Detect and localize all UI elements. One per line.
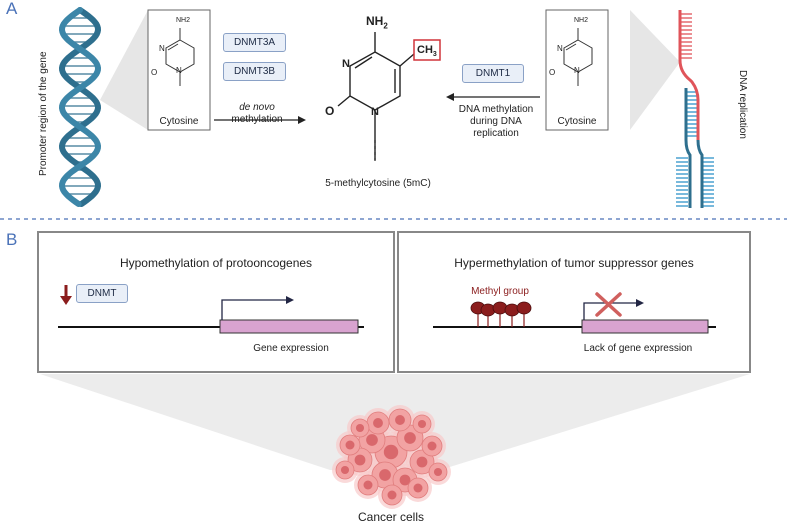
promoter-label: Promoter region of the gene (38, 51, 49, 176)
methyl-groups-icon (470, 301, 532, 327)
cancer-cell-nucleus (417, 419, 427, 429)
cyt-right-o: O (549, 68, 556, 77)
dnmt3b-badge: DNMT3B (223, 62, 286, 81)
cancer-cells-icon (332, 405, 451, 509)
cancer-cell-nucleus (387, 490, 397, 500)
cancer-cell-nucleus (416, 456, 428, 468)
de-novo-text: de novo (239, 102, 275, 113)
maintenance-text-3: replication (473, 128, 519, 139)
cytosine-box-right (545, 9, 609, 131)
cancer-cell-nucleus (413, 483, 423, 493)
cancer-cells-label: Cancer cells (357, 510, 425, 524)
panel-right-title: Hypermethylation of tumor suppressor gen… (454, 256, 694, 270)
gene-box-right (581, 319, 709, 334)
cytosine-right-caption: Cytosine (557, 116, 597, 127)
dnmt1-badge: DNMT1 (462, 64, 524, 83)
lack-expression-label: Lack of gene expression (583, 343, 693, 354)
transcription-arrow-left (221, 299, 288, 320)
cancer-cell-nucleus (427, 441, 437, 451)
left-zoom-fan (100, 10, 148, 130)
cancer-cell-nucleus (383, 444, 399, 460)
daughter-strand-blue-left (684, 88, 692, 208)
methyl-highlight-box (413, 39, 441, 61)
cyt-left-n: N (159, 44, 165, 53)
daughter-strand-blue-right (696, 139, 704, 208)
cancer-cell-nucleus (404, 432, 416, 444)
mc-ch3: CH3 (417, 44, 437, 59)
blocked-x-icon (595, 292, 622, 317)
gene-expression-label: Gene expression (253, 343, 329, 354)
cancer-cell-nucleus (340, 465, 350, 475)
cancer-cell-nucleus (379, 469, 391, 481)
methylcytosine-ring (337, 32, 415, 160)
cancer-cell-nucleus (395, 415, 405, 425)
maintenance-text-1: DNA methylation (458, 104, 534, 115)
methyl-group-label: Methyl group (471, 286, 529, 297)
panel-left-title: Hypomethylation of protooncogenes (119, 256, 313, 270)
cyt-left-n2: N (176, 66, 182, 75)
cytosine-left-caption: Cytosine (159, 116, 199, 127)
gene-box-left (219, 319, 359, 334)
cytosine-box-left (147, 9, 211, 131)
down-arrow-icon (60, 285, 72, 305)
mc-o: O (325, 104, 335, 118)
panel-hypermethylation (397, 231, 751, 373)
cancer-cell-nucleus (373, 418, 383, 428)
cancer-cell-nucleus (345, 440, 355, 450)
cytosine-ring-left (165, 28, 195, 86)
cyt-right-n: N (557, 44, 563, 53)
maintenance-text-2: during DNA (470, 116, 522, 127)
cyt-right-n2: N (574, 66, 580, 75)
section-a-label: A (6, 0, 18, 18)
cancer-cell-nucleus (363, 480, 373, 490)
cyt-left-nh2: NH2 (176, 17, 191, 24)
parental-strand-red (678, 10, 700, 140)
mc-n3: N (342, 58, 350, 70)
mc-nh2: NH2 (366, 14, 388, 31)
cancer-cell-nucleus (399, 474, 411, 486)
cyt-left-o: O (151, 68, 158, 77)
cytosine-ring-right (563, 28, 593, 86)
cancer-cell-nucleus (366, 434, 378, 446)
replication-fork-icon (676, 10, 714, 208)
mc-n1: N (371, 106, 379, 118)
cyt-right-nh2: NH2 (574, 17, 589, 24)
section-b-label: B (6, 230, 18, 249)
transcription-arrow-right (583, 302, 638, 320)
dna-helix-icon (58, 7, 102, 207)
de-novo-text-2: methylation (231, 114, 283, 125)
dnmt3a-badge: DNMT3A (223, 33, 286, 52)
cancer-cell-nucleus (355, 423, 365, 433)
cancer-cell-nucleus (354, 454, 366, 466)
dnmt-badge: DNMT (76, 284, 128, 303)
cancer-cell-nucleus (433, 467, 443, 477)
methylcytosine-caption: 5-methylcytosine (5mC) (325, 178, 431, 189)
right-zoom-fan (630, 10, 680, 130)
replication-label: DNA replication (737, 70, 748, 139)
